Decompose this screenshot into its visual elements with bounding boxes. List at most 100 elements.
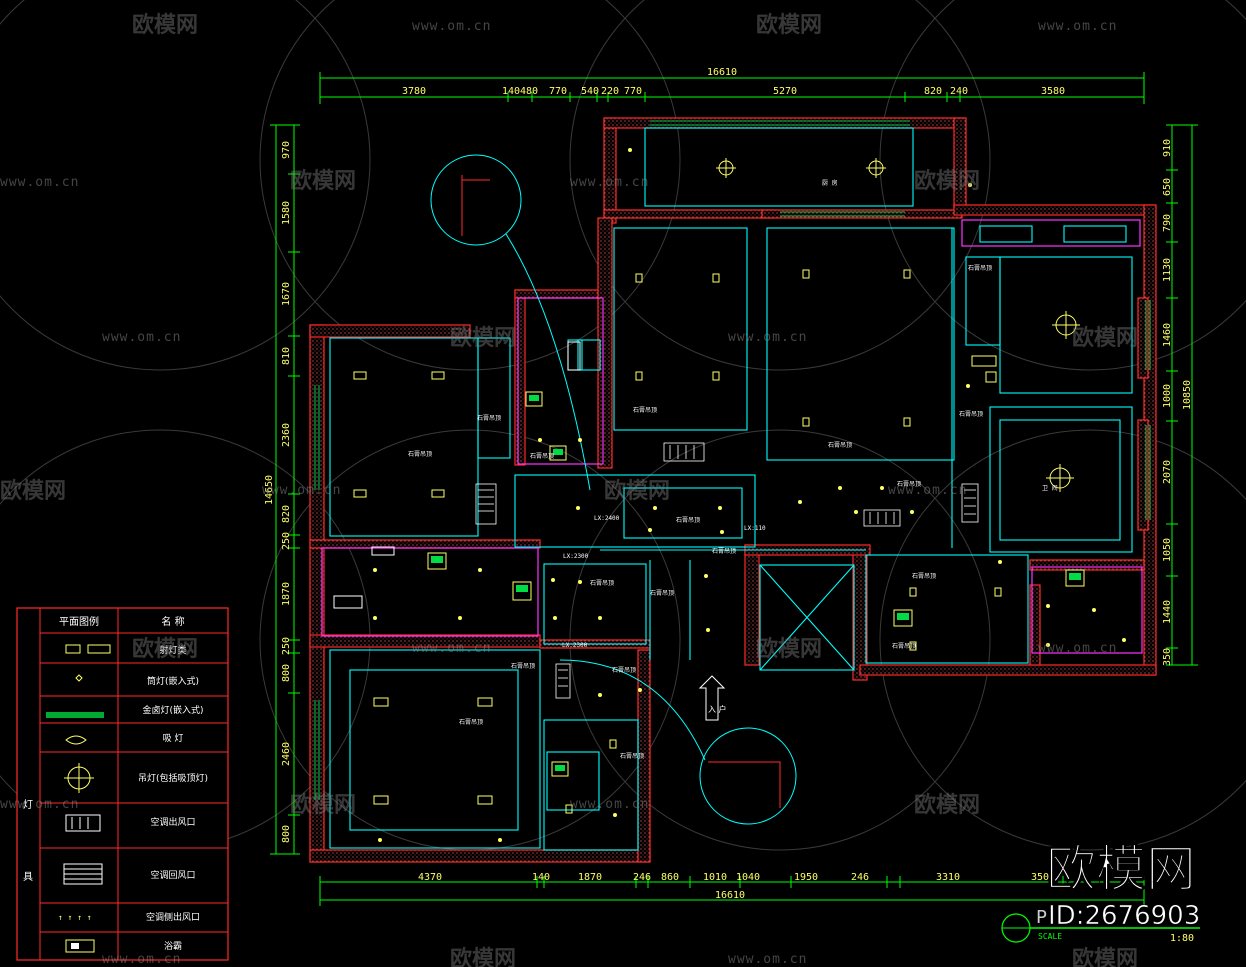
room-tag: 石膏吊顶 [892,642,916,650]
watermark-brand: 欧模网 [756,636,822,662]
dim-right: 1460 [1162,323,1173,347]
corner-brand-id: ID:2676903 [1048,901,1200,931]
dim-left: 970 [281,141,292,159]
dim-top: 5270 [773,86,797,97]
legend-header-left: 平面图例 [59,615,99,628]
dim-left: 820 [281,505,292,523]
light-fixtures [353,158,1080,814]
bath-heaters [333,341,1085,777]
legend-header-right: 名 称 [161,615,184,628]
dimension-lines [270,72,1198,906]
room-tag-kitchen: 厨 房 [822,179,838,187]
dim-top: 540 [581,86,599,97]
dim-bottom: 3310 [936,872,960,883]
room-tag: 石膏吊顶 [620,752,644,760]
watermark-brand: 欧模网 [450,325,516,351]
watermark-brand: 欧模网 [914,168,980,194]
dim-top: 220 [601,86,619,97]
room-tag: 石膏吊顶 [530,452,554,460]
watermark-brand: 欧模网 [1072,325,1138,351]
watermark-brand: 欧模网 [604,478,670,504]
legend-row-label: 吊灯(包括吸顶灯) [138,772,208,784]
dim-top: 3580 [1041,86,1065,97]
dim-top: 770 [549,86,567,97]
dim-bottom: 1040 [736,872,760,883]
dim-right: 1130 [1162,258,1173,282]
windows [314,120,1151,800]
lx-label: LX:2300 [562,642,588,649]
legend-row-label: 筒灯(嵌入式) [147,675,199,687]
dim-bottom: 4370 [418,872,442,883]
room-tag: 石膏吊顶 [650,589,674,597]
dim-right-total: 10850 [1182,380,1193,410]
lx-label: LX:2400 [594,515,620,522]
dim-top: 770 [624,86,642,97]
legend-row-label: 空调侧出风口 [146,911,200,923]
legend-row-label: 浴霸 [164,941,182,952]
room-tag: 石膏吊顶 [897,480,921,488]
watermark-url: www.om.cn [262,483,341,498]
watermark-url: www.om.cn [412,641,491,656]
entrance-marker: 入 户 [698,675,727,721]
dim-bottom: 860 [661,872,679,883]
detail-leaders [430,154,797,825]
room-tag: 石膏吊顶 [459,718,483,726]
watermark-brand: 欧模网 [914,792,980,818]
dim-right: 2070 [1162,460,1173,484]
watermark-url: www.om.cn [888,483,967,498]
dim-right: 650 [1162,178,1173,196]
svg-text:↑ ↑ ↑ ↑: ↑ ↑ ↑ ↑ [58,913,92,922]
dimensions-right: 910 650 790 1130 1460 1000 2070 1050 144… [1162,139,1193,666]
watermark-brand: 欧模网 [290,792,356,818]
room-tag: 石膏吊顶 [590,579,614,587]
watermark-url: www.om.cn [570,797,649,812]
dim-bottom: 1950 [794,872,818,883]
dim-right: 790 [1162,214,1173,232]
dim-right: 910 [1162,139,1173,157]
watermark-brand: 欧模网 [450,946,516,967]
watermark-url: www.om.cn [1038,641,1117,656]
room-tag: 石膏吊顶 [968,264,992,272]
watermark-url: www.om.cn [1038,19,1117,34]
room-tag: 石膏吊顶 [511,662,535,670]
legend-row-label: 空调回风口 [150,869,195,881]
watermark-url: www.om.cn [728,952,807,967]
watermark-url: www.om.cn [728,330,807,345]
downlights [373,148,1126,842]
dim-bottom-total: 16610 [715,890,745,901]
watermark-url: www.om.cn [570,175,649,190]
title-block: P SCALE 1:80 [1001,907,1200,944]
ac-vents [475,442,979,699]
dim-bottom: 246 [633,872,651,883]
dim-top-total: 16610 [707,67,737,78]
dim-left: 800 [281,664,292,682]
dim-left: 2360 [281,423,292,447]
dim-left: 2460 [281,742,292,766]
room-tag: 石膏吊顶 [408,450,432,458]
dim-bottom: 1010 [703,872,727,883]
lx-label: LX:2300 [563,553,589,560]
entrance-label: 入 户 [708,704,727,714]
watermark-brand: 欧模网 [756,12,822,38]
dim-left: 1580 [281,201,292,225]
watermark-url: www.om.cn [102,330,181,345]
watermark-brand: 欧模网 [132,12,198,38]
watermark-url: www.om.cn [102,952,181,967]
dim-top: 140480 [502,86,538,97]
dim-right: 1440 [1162,600,1173,624]
dim-left: 810 [281,347,292,365]
dim-bottom: 1870 [578,872,602,883]
legend-table: 平面图例 名 称 灯 具 ↑ ↑ ↑ ↑ 射灯类 筒灯(嵌入式) 金卤灯(嵌入式… [16,607,229,961]
dim-top: 3780 [402,86,426,97]
dimensions-top: 16610 3780 140480 770 540 220 770 5270 8… [402,67,1065,97]
watermark-url: www.om.cn [0,175,79,190]
dim-left: 1670 [281,282,292,306]
room-tag-bath: 卫 间 [1042,484,1058,492]
watermark-brand: 欧模网 [1072,946,1138,967]
dim-left: 1870 [281,582,292,606]
legend-row-label: 吸 灯 [163,733,184,744]
watermark-brand: 欧模网 [290,168,356,194]
dimensions-bottom: 4370 140 1870 246 860 1010 1040 1950 246… [418,872,1049,901]
detail-inner [461,175,781,808]
